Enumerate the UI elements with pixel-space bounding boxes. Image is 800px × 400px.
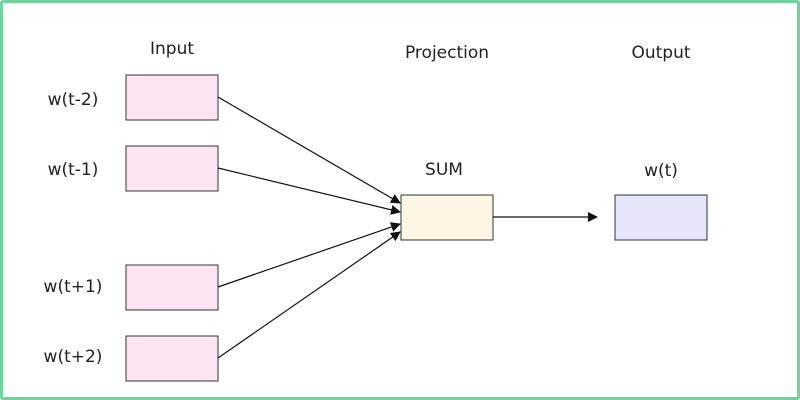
- output-box: [614, 194, 708, 241]
- output-label: w(t): [644, 161, 678, 181]
- input-box-w-t-plus-1: [125, 264, 219, 311]
- input-label-w-t-plus-2: w(t+2): [44, 347, 103, 367]
- input-header: Input: [150, 39, 194, 59]
- input-box-w-t-minus-2: [125, 74, 219, 121]
- input-label-w-t-plus-1: w(t+1): [44, 277, 103, 297]
- input-box-w-t-minus-1: [125, 145, 219, 192]
- arrow-w-t-minus-2-to-sum: [217, 96, 401, 204]
- input-label-w-t-minus-1: w(t-1): [48, 160, 99, 180]
- arrow-w-t-minus-1-to-sum: [217, 167, 401, 215]
- arrow-w-t-plus-1-to-sum: [217, 222, 401, 288]
- input-box-w-t-plus-2: [125, 335, 219, 382]
- input-label-w-t-minus-2: w(t-2): [48, 90, 99, 110]
- projection-header: Projection: [405, 43, 489, 63]
- output-header: Output: [631, 43, 690, 63]
- projection-box: [400, 194, 494, 241]
- projection-label: SUM: [425, 160, 463, 180]
- arrow-w-t-plus-2-to-sum: [217, 231, 401, 359]
